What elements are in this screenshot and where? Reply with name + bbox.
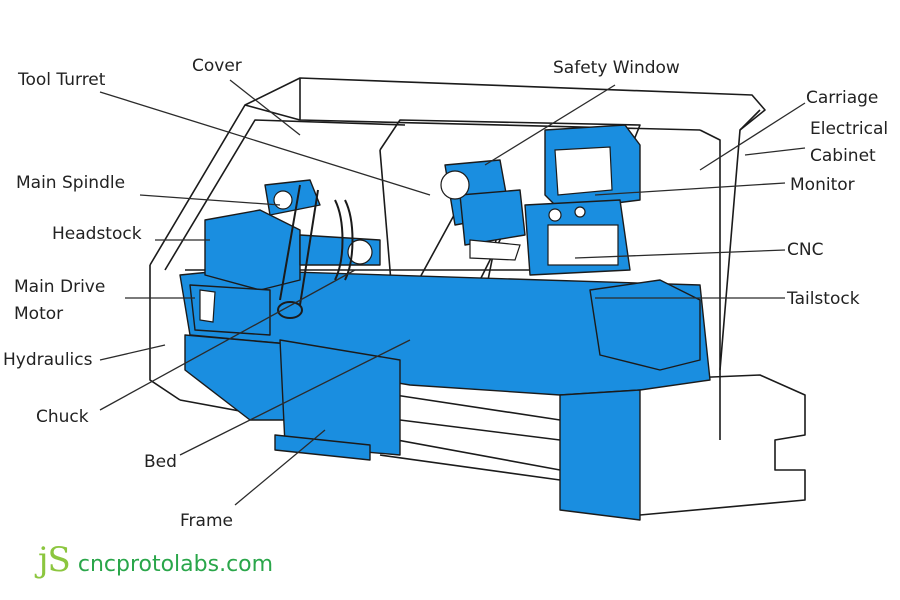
label-safety-window: Safety Window xyxy=(553,58,680,78)
label-main-drive-motor-line1: Main Drive xyxy=(14,277,106,297)
label-electrical-cabinet-line2: Cabinet xyxy=(810,146,876,166)
brand-url: cncprotolabs.com xyxy=(77,552,274,577)
machine-details xyxy=(199,146,619,323)
label-chuck: Chuck xyxy=(36,407,89,427)
label-hydraulics: Hydraulics xyxy=(3,350,93,370)
label-bed: Bed xyxy=(144,452,177,472)
label-tool-turret: Tool Turret xyxy=(18,70,106,90)
label-frame: Frame xyxy=(180,511,233,531)
label-main-spindle: Main Spindle xyxy=(16,173,126,193)
label-cnc: CNC xyxy=(787,240,824,260)
label-carriage: Carriage xyxy=(806,88,879,108)
brand-watermark: jS cncprotolabs.com xyxy=(38,540,273,585)
label-monitor: Monitor xyxy=(790,175,855,195)
label-main-drive-motor-line2: Motor xyxy=(14,304,64,324)
label-electrical-cabinet: Electrical Cabinet xyxy=(810,116,888,170)
label-tailstock: Tailstock xyxy=(787,289,860,309)
leader-lines xyxy=(99,79,806,506)
label-headstock: Headstock xyxy=(52,224,142,244)
label-cover: Cover xyxy=(192,56,242,76)
label-main-drive-motor: Main Drive Motor xyxy=(14,274,105,328)
label-electrical-cabinet-line1: Electrical xyxy=(810,119,889,139)
brand-logo: jS xyxy=(38,540,71,580)
